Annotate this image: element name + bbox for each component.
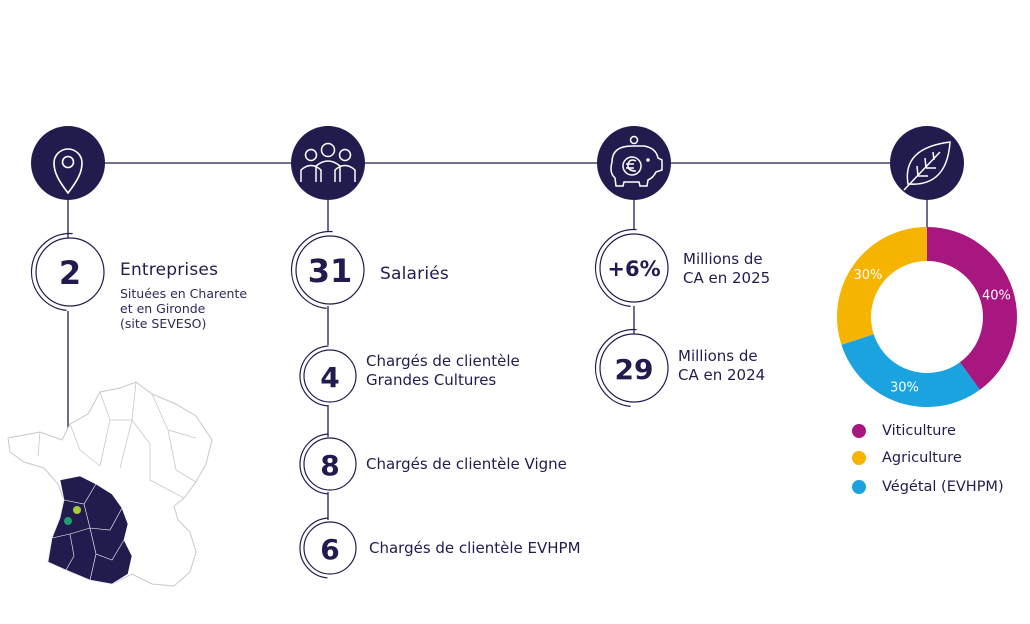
legend-swatch-viticulture (852, 424, 866, 438)
companies-label: Entreprises (120, 260, 219, 280)
legend-swatch-vegetal (852, 480, 866, 494)
companies-sub-line-2: et en Gironde (120, 301, 206, 316)
revenue-label-2025-line-2: CA en 2025 (683, 269, 771, 287)
legend-item-vegetal: Végétal (EVHPM) (852, 479, 1004, 495)
revenue-value-2024: 29 (615, 353, 654, 386)
revenue-value-2025: +6% (607, 257, 660, 281)
employees-icon-circle (291, 126, 365, 200)
breakdown-badge-3 (299, 517, 361, 579)
employees-number-badge (290, 230, 370, 310)
breakdown-label-1-line-1: Chargés de clientèle (366, 352, 520, 370)
legend-item-agriculture: Agriculture (852, 450, 962, 466)
donut-slice-agriculture (837, 227, 927, 345)
people-icon (300, 142, 356, 182)
revenue-label-2025-line-1: Millions de (683, 250, 763, 268)
location-pin-icon (53, 148, 83, 195)
breakdown-badge-1 (299, 345, 361, 407)
revenue-label-2025: Millions de CA en 2025 (683, 250, 770, 288)
legend-label-agriculture: Agriculture (882, 450, 962, 466)
activity-icon-circle (890, 126, 964, 200)
leaf-icon (903, 141, 951, 191)
activity-donut-chart: 40% 30% 30% (837, 227, 1018, 408)
companies-icon-circle (31, 126, 105, 200)
france-map (7, 381, 213, 587)
companies-sub-line-1: Situées en Charente (120, 286, 248, 301)
breakdown-label-2: Chargés de clientèle Vigne (366, 455, 567, 473)
donut-label-vegetal: 30% (890, 380, 919, 395)
map-internal-borders (37, 381, 197, 499)
companies-sub: Situées en Charente et en Gironde (site … (120, 286, 270, 331)
map-pin-charente (73, 506, 81, 514)
donut-slice-viticulture (927, 227, 1018, 390)
breakdown-number-3: 6 (320, 533, 339, 566)
companies-number: 2 (59, 254, 81, 292)
companies-sub-line-3: (site SEVESO) (120, 316, 207, 331)
breakdown-number-1: 4 (320, 361, 339, 394)
revenue-label-2024-line-2: CA en 2024 (678, 366, 766, 384)
donut-slice-vegetal (841, 334, 980, 408)
employees-label: Salariés (380, 264, 449, 284)
legend-item-viticulture: Viticulture (852, 423, 956, 439)
donut-label-agriculture: 30% (853, 268, 882, 283)
legend-swatch-agriculture (852, 451, 866, 465)
revenue-label-2024-line-1: Millions de (678, 347, 758, 365)
map-pin-gironde (64, 517, 72, 525)
breakdown-label-1: Chargés de clientèle Grandes Cultures (366, 352, 520, 390)
revenue-label-2024: Millions de CA en 2024 (678, 347, 765, 385)
breakdown-badge-2 (299, 433, 361, 495)
map-highlighted-region (47, 475, 133, 585)
legend-label-vegetal: Végétal (EVHPM) (882, 479, 1004, 495)
map-highlighted-borders (51, 483, 125, 581)
companies-number-badge (30, 232, 110, 312)
breakdown-label-1-line-2: Grandes Cultures (366, 371, 497, 389)
piggy-bank-euro-icon (610, 135, 663, 187)
legend-label-viticulture: Viticulture (882, 423, 956, 439)
breakdown-label-3: Chargés de clientèle EVHPM (369, 539, 581, 557)
breakdown-number-2: 8 (320, 449, 339, 482)
employees-number: 31 (308, 252, 353, 290)
donut-label-viticulture: 40% (982, 288, 1011, 303)
